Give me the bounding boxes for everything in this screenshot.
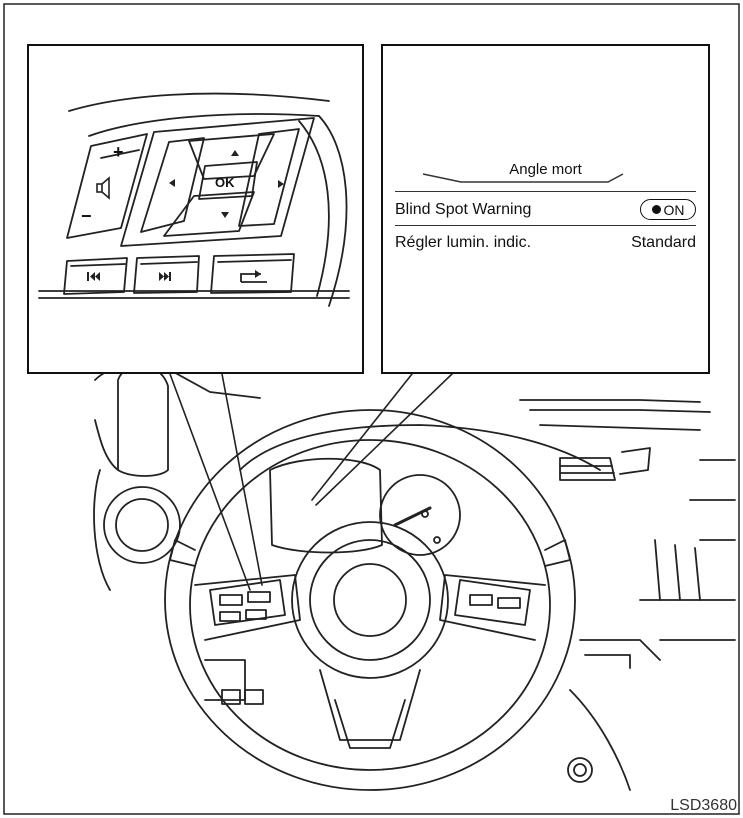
steering-switch-illustration: + − OK (38, 92, 350, 307)
right-arrow-icon (278, 180, 284, 188)
blind-spot-warning-toggle[interactable]: ON (640, 199, 696, 220)
menu-row-blind-spot-warning[interactable]: Blind Spot Warning ON (395, 197, 696, 223)
back-button (210, 253, 295, 294)
menu-divider-middle (395, 225, 696, 226)
outer-border (3, 3, 740, 815)
right-spoke (439, 574, 546, 641)
volume-rocker (66, 133, 148, 239)
next-track-icon (169, 272, 171, 281)
previous-track-button (63, 257, 128, 295)
wheel-rim-outer (164, 409, 576, 791)
menu-row-label: Régler lumin. indic. (395, 234, 532, 251)
wheel-hub-center (333, 563, 407, 637)
callout-line-display-a (311, 373, 413, 501)
ok-button-shape (198, 161, 258, 200)
controls-callout-panel: + − OK (27, 44, 364, 374)
cluster-display (269, 457, 383, 554)
volume-down-label: − (81, 206, 92, 226)
back-icon (240, 270, 267, 283)
toggle-on-indicator-icon (651, 205, 661, 214)
figure-code-label: LSD3680 (670, 797, 737, 814)
previous-track-icon (95, 272, 100, 281)
toggle-state-label: ON (663, 201, 685, 218)
wheel-hub-outer (291, 521, 449, 679)
display-callout-panel: Angle mort Blind Spot Warning ON Régler … (381, 44, 710, 374)
ok-button-label: OK (215, 175, 235, 190)
menu-title: Angle mort (383, 161, 708, 178)
callout-line-display-b (315, 373, 453, 506)
left-air-vent (117, 364, 169, 477)
menu-title-text: Angle mort (509, 161, 582, 178)
speedometer-dial (379, 474, 461, 556)
menu-divider-top (395, 191, 696, 192)
right-air-vent (559, 457, 616, 481)
down-arrow-icon (221, 212, 229, 218)
volume-up-label: + (113, 142, 124, 162)
left-spoke (194, 574, 301, 641)
d-pad-up-button (188, 133, 275, 180)
up-arrow-icon (231, 150, 239, 156)
callout-line-controls-b (221, 373, 263, 586)
callout-line-controls-a (169, 373, 251, 591)
wheel-rim-inner (189, 439, 551, 771)
menu-row-label: Blind Spot Warning (395, 201, 532, 218)
menu-row-indicator-brightness[interactable]: Régler lumin. indic. Standard (395, 230, 696, 256)
d-pad-left-button (140, 137, 205, 233)
left-arrow-icon (169, 179, 175, 187)
menu-header-decoration (422, 173, 624, 183)
bottom-spoke (319, 669, 421, 741)
next-track-button (133, 255, 200, 294)
d-pad-block (120, 117, 315, 247)
d-pad-right-button (238, 128, 300, 227)
speaker-icon (96, 176, 110, 200)
d-pad-down-button (163, 191, 255, 237)
menu-row-value: Standard (631, 234, 696, 251)
